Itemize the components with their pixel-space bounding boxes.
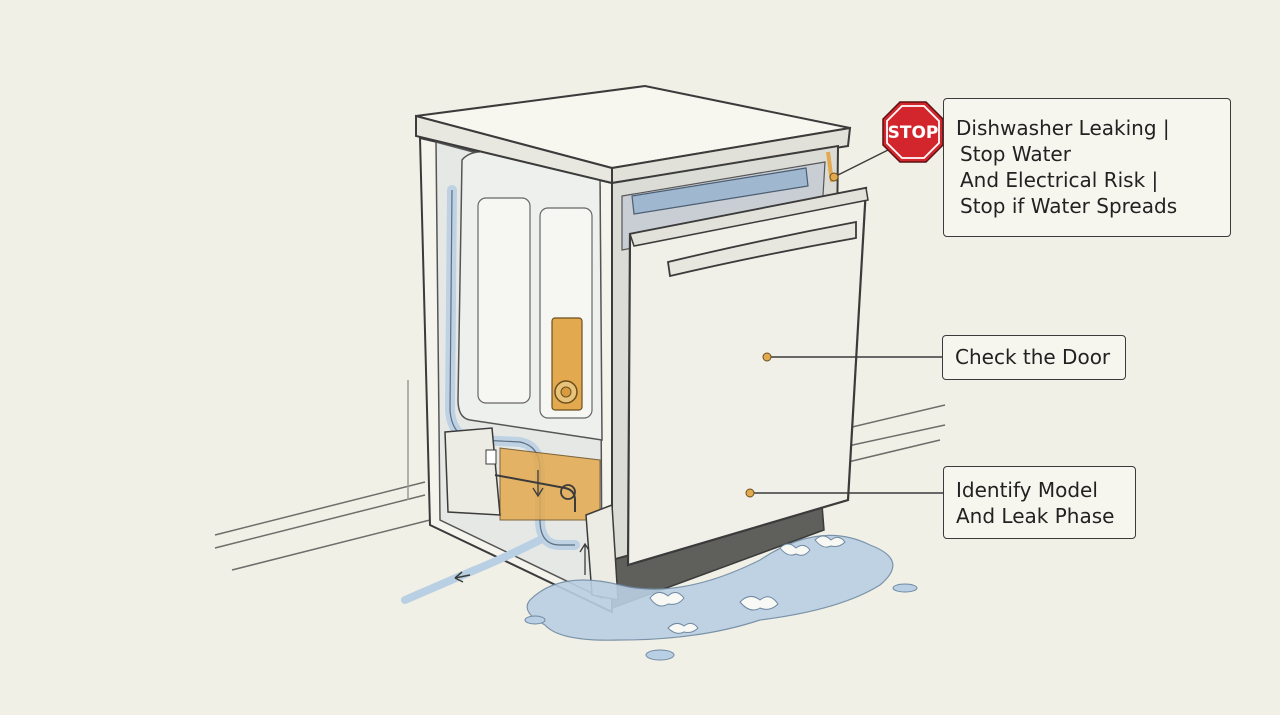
identify-model-callout: Identify Model And Leak Phase [943, 466, 1136, 539]
identify-model-line-1: Identify Model [956, 478, 1098, 502]
leader-dot-top [829, 172, 839, 182]
stop-sign-icon: STOP [882, 101, 944, 163]
leader-dot-model [745, 488, 755, 498]
warning-line-1: Dishwasher Leaking | [956, 116, 1170, 140]
water-puddle [524, 534, 918, 661]
identify-model-line-2: And Leak Phase [956, 504, 1115, 528]
countertop [415, 84, 852, 185]
stop-sign-text: STOP [888, 123, 939, 143]
leader-lines [750, 149, 943, 494]
check-door-label: Check the Door [955, 345, 1111, 369]
warning-line-2: Stop Water [960, 142, 1071, 166]
cabinet-cutaway [401, 136, 613, 614]
warning-line-4: Stop if Water Spreads [960, 194, 1178, 218]
wall-baseboard [214, 380, 946, 571]
warning-line-3: And Electrical Risk | [960, 168, 1159, 192]
leader-dot-door [762, 352, 772, 362]
check-door-callout: Check the Door [942, 335, 1126, 380]
leader-dots [745, 172, 839, 498]
dishwasher-door [626, 186, 869, 567]
warning-callout: Dishwasher Leaking | Stop Water And Elec… [943, 98, 1231, 237]
